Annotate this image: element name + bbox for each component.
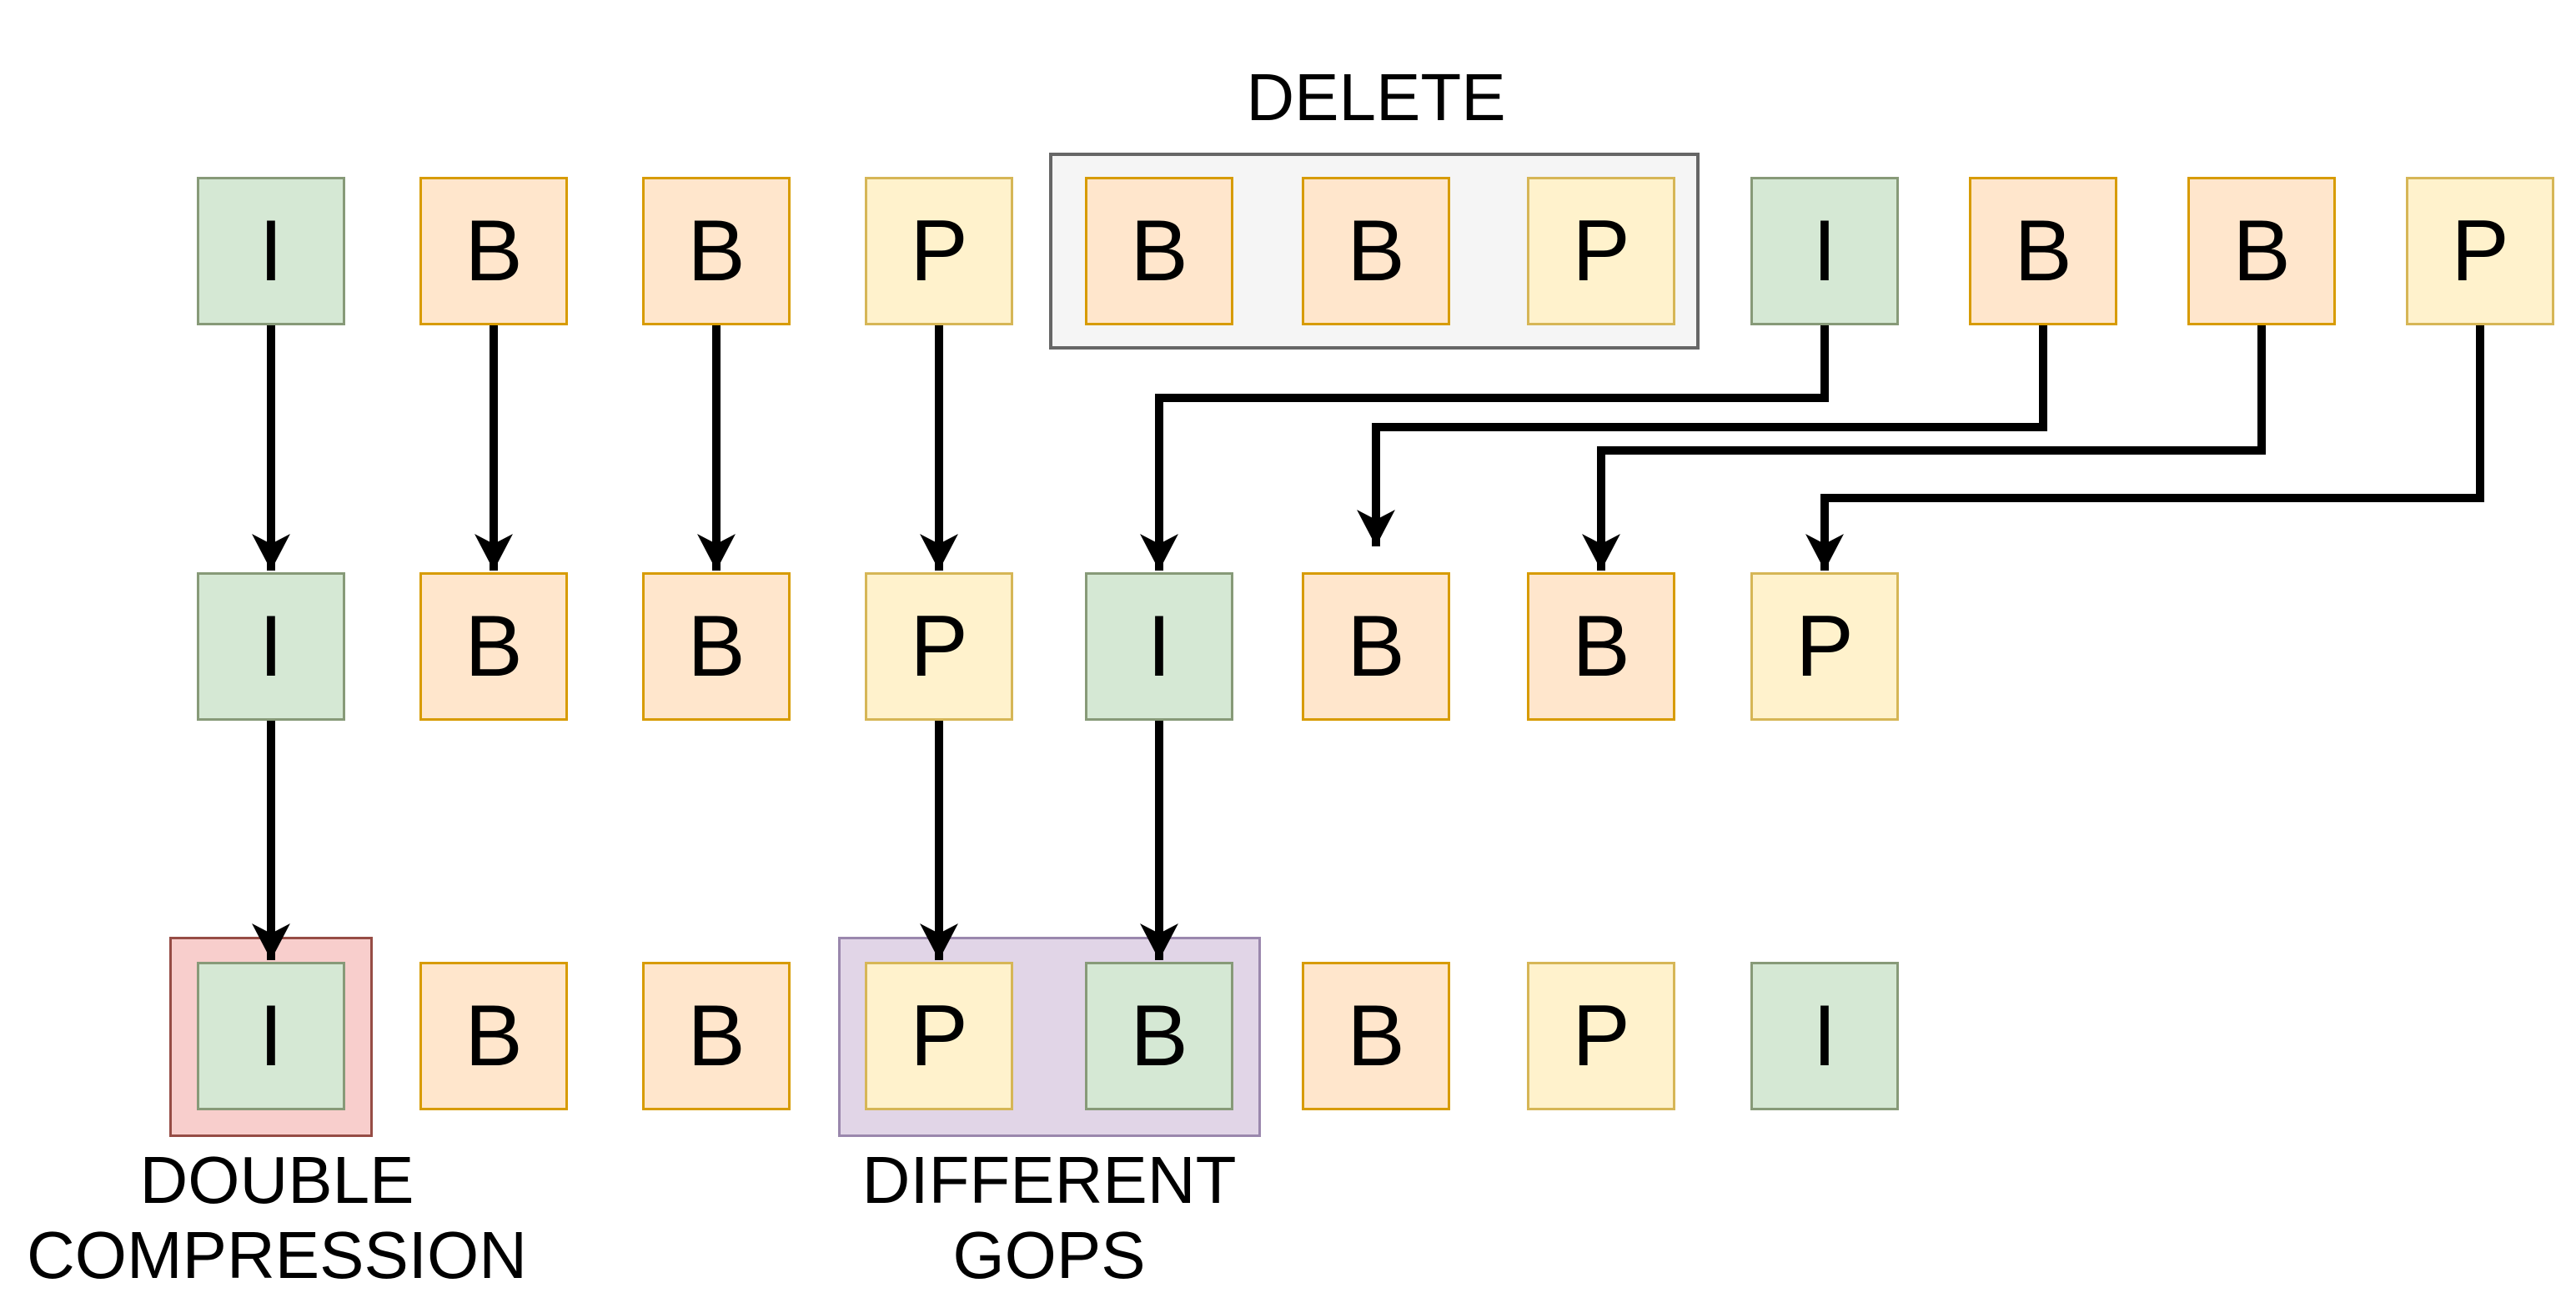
different-gops-label: DIFFERENT GOPS — [674, 1143, 1424, 1293]
frame-row-2-after-delete-8-P: P — [1750, 572, 1899, 721]
frame-row-3-recompressed-8-I: I — [1750, 962, 1899, 1110]
frame-row-1-original-1-I: I — [197, 177, 345, 325]
double-compression-label: DOUBLE COMPRESSION — [0, 1143, 652, 1293]
frame-row-1-original-8-I: I — [1750, 177, 1899, 325]
frame-row-1-original-5-B: B — [1085, 177, 1233, 325]
frame-row-3-recompressed-2-B: B — [419, 962, 568, 1110]
frame-row-1-original-3-B: B — [642, 177, 791, 325]
frame-row-2-after-delete-2-B: B — [419, 572, 568, 721]
frame-row-3-recompressed-1-I: I — [197, 962, 345, 1110]
frame-row-3-recompressed-5-B: B — [1085, 962, 1233, 1110]
delete-label: DELETE — [1246, 60, 1506, 134]
frame-row-1-original-7-P: P — [1527, 177, 1675, 325]
frame-row-1-original-11-P: P — [2406, 177, 2554, 325]
frame-row-2-after-delete-7-B: B — [1527, 572, 1675, 721]
double-compression-label-line2: COMPRESSION — [26, 1218, 528, 1292]
double-compression-label-line1: DOUBLE — [139, 1143, 414, 1217]
frame-row-2-after-delete-6-B: B — [1302, 572, 1450, 721]
frame-row-1-original-4-P: P — [865, 177, 1013, 325]
frame-row-1-original-10-B: B — [2187, 177, 2336, 325]
frame-row-1-original-2-B: B — [419, 177, 568, 325]
frame-row-3-recompressed-6-B: B — [1302, 962, 1450, 1110]
frame-row-1-original-9-B: B — [1969, 177, 2117, 325]
frame-row-3-recompressed-7-P: P — [1527, 962, 1675, 1110]
frame-row-3-recompressed-4-P: P — [865, 962, 1013, 1110]
frame-row-1-original-6-B: B — [1302, 177, 1450, 325]
different-gops-label-line2: GOPS — [952, 1218, 1146, 1292]
frame-row-2-after-delete-1-I: I — [197, 572, 345, 721]
frame-row-2-after-delete-4-P: P — [865, 572, 1013, 721]
different-gops-label-line1: DIFFERENT — [861, 1143, 1237, 1217]
frame-row-3-recompressed-3-B: B — [642, 962, 791, 1110]
frame-row-2-after-delete-5-I: I — [1085, 572, 1233, 721]
frame-row-2-after-delete-3-B: B — [642, 572, 791, 721]
